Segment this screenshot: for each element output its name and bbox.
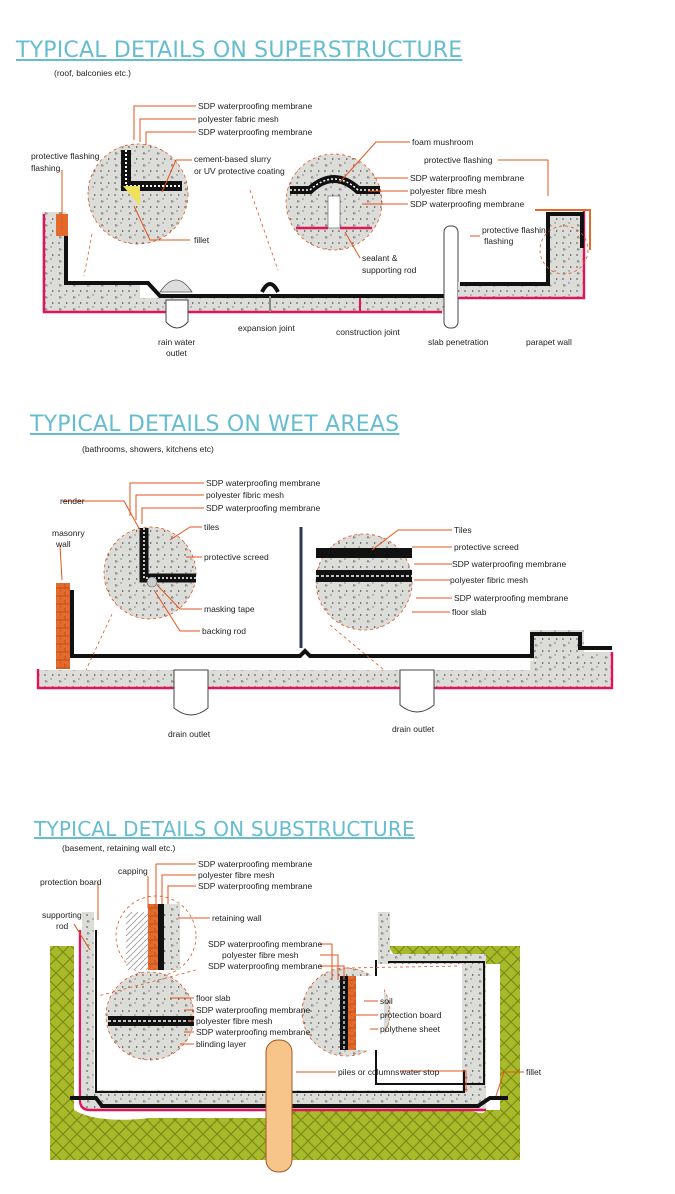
expansion-joint [260,282,280,293]
label-wet-tiles: tiles [204,522,219,532]
superstructure-subtitle: (roof, balconies etc.) [54,68,132,78]
label-super-flashing-right: protective flashing [482,225,551,235]
label-super-flashing-word-right: flashing [484,236,514,246]
label-super-membrane-top: SDP waterproofing membrane [198,101,312,111]
sub-slab-edge [78,930,486,1112]
wet-floor-slab [38,630,612,688]
label-sub-sdp-left-2: SDP waterproofing membrane [196,1027,310,1037]
label-super-flashing-word: flashing [31,163,61,173]
rain-outlet-cap [159,279,193,293]
superstructure-title: TYPICAL DETAILS ON SUPERSTRUCTURE [16,38,463,63]
label-sub-water-stop: water stop [399,1067,439,1077]
label-sub-capping: capping [118,866,148,876]
roof-slab [42,212,445,312]
label-super-penetration: slab penetration [428,337,489,347]
basement-structure [82,912,486,1110]
label-wet-backing-rod: backing rod [202,626,246,636]
label-wet-masonry: masonry [52,528,85,538]
label-wet-screed-right: protective screed [454,542,519,552]
label-wet-drain-left: drain outlet [168,729,211,739]
roof-slab-edge [42,214,442,314]
label-sub-soil: soil [380,996,393,1006]
drain-left [173,669,209,716]
substructure-subtitle: (basement, retaining wall etc.) [62,843,176,853]
label-sub-piles: piles or columns [338,1067,399,1077]
drain-right [399,669,435,713]
label-super-membrane-bottom: SDP waterproofing membrane [198,127,312,137]
substructure-drawing [50,863,524,1173]
substructure-title: TYPICAL DETAILS ON SUBSTRUCTURE [34,817,415,841]
label-wet-screed: protective screed [204,552,269,562]
label-wet-fibric-mesh: polyester fibric mesh [206,490,284,500]
label-wet-wall: wall [55,539,71,549]
parapet-membrane [460,212,584,286]
label-sub-sdp-mid-2: SDP waterproofing membrane [208,961,322,971]
wet-areas-title: TYPICAL DETAILS ON WET AREAS [30,412,400,437]
label-super-parapet: parapet wall [526,337,572,347]
label-sub-blinding: blinding layer [196,1039,246,1049]
label-sub-sdp-left-1: SDP waterproofing membrane [196,1005,310,1015]
label-wet-membrane-top: SDP waterproofing membrane [206,478,320,488]
fillet-shape [123,186,140,206]
label-super-slurry-2: or UV protective coating [194,166,285,176]
label-wet-sdp-1: SDP waterproofing membrane [452,559,566,569]
soil-left [50,946,268,1160]
label-super-outlet: outlet [166,348,187,358]
label-sub-rod: rod [56,921,69,931]
label-sub-membrane-top: SDP waterproofing membrane [198,859,312,869]
label-wet-fibric-mesh-right: polyester fibric mesh [450,575,528,585]
wet-areas-drawing [36,482,614,716]
parapet-slab [458,212,584,298]
superstructure-drawing [42,105,591,329]
label-super-rain-water: rain water [158,337,195,347]
label-sub-fibre-mesh-mid: polyester fibre mesh [222,950,299,960]
label-wet-tiles-right: Tiles [454,525,472,535]
label-sub-protection-board-right: protection board [380,1010,442,1020]
rain-outlet-pipe [165,299,189,329]
label-super-fillet: fillet [194,235,210,245]
label-sub-supporting: supporting [42,910,82,920]
label-sub-polythene: polythene sheet [380,1024,441,1034]
label-super-sdp-2: SDP waterproofing membrane [410,199,524,209]
label-super-slurry-1: cement-based slurry [194,154,272,164]
label-wet-floor-slab: floor slab [452,607,487,617]
label-sub-floor-slab: floor slab [196,993,231,1003]
label-super-foam: foam mushroom [412,137,473,147]
label-super-protective: protective flashing [31,151,100,161]
label-wet-sdp-2: SDP waterproofing membrane [454,593,568,603]
detail-circle-wet-corner [103,526,197,620]
label-sub-fibre-mesh-left: polyester fibre mesh [196,1016,273,1026]
label-super-expansion: expansion joint [238,323,295,333]
label-wet-render: render [60,496,85,506]
penetration-pipe [443,225,459,329]
label-super-fibre-mesh: polyester fibre mesh [410,186,487,196]
label-super-supporting-rod: supporting rod [362,265,417,275]
soil-right [290,946,520,1160]
label-super-sealant: sealant & [362,253,398,263]
label-super-sdp-1: SDP waterproofing membrane [410,173,524,183]
detail-circle-parapet [539,225,589,275]
label-sub-retaining-wall: retaining wall [212,913,262,923]
label-wet-drain-right: drain outlet [392,724,435,734]
backing-rod [146,576,158,588]
wet-areas-subtitle: (bathrooms, showers, kitchens etc) [82,444,214,454]
label-super-construction: construction joint [336,327,400,337]
pile [265,1039,293,1173]
wet-slab-edge [36,652,614,690]
wet-membrane [70,590,612,658]
label-super-flashing-top: protective flashing [424,155,493,165]
label-sub-protection-board: protection board [40,877,102,887]
label-sub-fibre-mesh: polyester fibre mesh [198,870,275,880]
label-wet-membrane-bottom: SDP waterproofing membrane [206,503,320,513]
roof-membrane [64,215,445,298]
label-sub-membrane-top-2: SDP waterproofing membrane [198,881,312,891]
label-sub-sdp-mid-1: SDP waterproofing membrane [208,939,322,949]
label-sub-fillet: fillet [526,1067,542,1077]
label-wet-masking-tape: masking tape [204,604,255,614]
label-super-fabric-mesh: polyester fabric mesh [198,114,279,124]
masonry-wall [56,583,70,669]
